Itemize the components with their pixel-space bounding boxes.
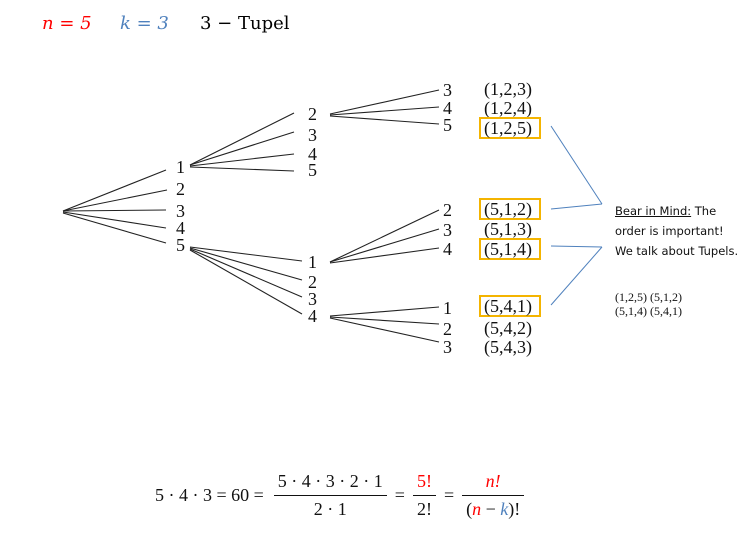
formula-product: 5 · 4 · 3 = 60 = <box>155 484 264 505</box>
den-k: k <box>500 498 509 519</box>
edge-root-2 <box>62 189 168 212</box>
node-1-4: 4 <box>308 144 317 164</box>
edge-5-3 <box>189 248 303 298</box>
node-l1-4: 4 <box>176 218 185 238</box>
node-l1-1: 1 <box>176 157 185 177</box>
edge-1-3 <box>189 131 295 166</box>
tuple-5-4-3: (5,4,3) <box>484 337 532 357</box>
fraction-expanded-numerator: 5 · 4 · 3 · 2 · 1 <box>277 470 383 491</box>
edge-1-2 <box>189 112 295 166</box>
node-1-2: 2 <box>308 104 317 124</box>
edge-5-1 <box>189 246 303 262</box>
fraction-factorial-denominator: 2! <box>412 494 436 520</box>
node-51-2: 2 <box>443 200 452 220</box>
edge-1-5 <box>189 166 295 172</box>
edge-54-2 <box>329 316 440 325</box>
den-n: n <box>472 498 482 519</box>
edge-1-4 <box>189 153 295 167</box>
node-12-3: 3 <box>443 80 452 100</box>
highlighted-0: (1,2,5) <box>615 290 647 304</box>
tuple-5-1-3: (5,1,3) <box>484 219 532 239</box>
edge-root-3 <box>62 209 167 212</box>
k-parameter: k = 3 <box>120 13 169 34</box>
edge-5-4 <box>189 249 303 315</box>
highlighted-1: (5,1,2) <box>650 290 682 304</box>
tuple-5-4-2: (5,4,2) <box>484 318 532 338</box>
note-body: The order is important! We talk about Tu… <box>615 204 739 258</box>
edge-54-3 <box>329 317 440 343</box>
formula-equals-2: = <box>443 484 455 505</box>
fraction-factorial-numerator: 5! <box>416 470 432 491</box>
bear-in-mind-note: Bear in Mind: The order is important! We… <box>615 201 740 261</box>
den-close: )! <box>508 498 521 519</box>
den-open-paren: ( <box>466 498 473 519</box>
edge-51-3 <box>329 228 440 263</box>
note-heading: Bear in Mind: <box>615 204 692 218</box>
tuple-5-1-4: (5,1,4) <box>484 239 532 259</box>
fraction-expanded: 5 · 4 · 3 · 2 · 1 2 · 1 <box>273 470 387 520</box>
fraction-general-denominator: (n − k)! <box>462 494 525 520</box>
node-12-4: 4 <box>443 98 452 118</box>
node-51-3: 3 <box>443 220 452 240</box>
highlight-box-5-1-4: (5,1,4) <box>479 238 541 260</box>
edge-root-4 <box>62 211 167 229</box>
fraction-general: n! (n − k)! <box>462 470 525 520</box>
node-54-3: 3 <box>443 337 452 357</box>
highlighted-2: (5,1,4) <box>615 304 647 318</box>
fraction-factorial: 5! 2! <box>412 470 436 520</box>
node-5-4: 4 <box>308 306 317 326</box>
highlight-box-1-2-5: (1,2,5) <box>479 117 541 139</box>
n-parameter: n = 5 <box>42 13 92 34</box>
permutation-formula: 5 · 4 · 3 = 60 = 5 · 4 · 3 · 2 · 1 2 · 1… <box>155 470 528 520</box>
node-l1-3: 3 <box>176 201 185 221</box>
edge-5-2 <box>189 247 303 281</box>
node-1-3: 3 <box>308 125 317 145</box>
node-1-5: 5 <box>308 160 317 180</box>
tuple-title-text: 3 − Tupel <box>200 13 290 34</box>
edge-12-3 <box>329 89 440 115</box>
edge-root-5 <box>62 212 167 244</box>
tuple-5-4-1: (5,4,1) <box>484 296 532 316</box>
edge-root-1 <box>62 169 167 212</box>
node-12-5: 5 <box>443 115 452 135</box>
node-5-1: 1 <box>308 252 317 272</box>
edge-12-5 <box>329 115 440 125</box>
node-54-1: 1 <box>443 298 452 318</box>
highlight-box-5-4-1: (5,4,1) <box>479 295 541 317</box>
node-5-3: 3 <box>308 289 317 309</box>
tuple-5-1-2: (5,1,2) <box>484 199 532 219</box>
node-l1-5: 5 <box>176 235 185 255</box>
tuple-title: 3 − Tupel <box>200 13 290 35</box>
highlight-box-5-1-2: (5,1,2) <box>479 198 541 220</box>
edge-12-4 <box>329 106 440 116</box>
tuple-1-2-3: (1,2,3) <box>484 79 532 99</box>
node-51-4: 4 <box>443 239 452 259</box>
callout-line-512 <box>550 203 603 210</box>
formula-equals-1: = <box>394 484 405 505</box>
tuple-1-2-5: (1,2,5) <box>484 118 532 138</box>
edge-51-4 <box>329 247 440 264</box>
fraction-general-numerator: n! <box>485 470 501 491</box>
callout-line-125 <box>550 125 603 205</box>
node-5-2: 2 <box>308 272 317 292</box>
callout-line-541 <box>550 246 603 306</box>
callout-line-514 <box>550 245 603 248</box>
highlighted-tuples-list: (1,2,5) (5,1,2) (5,1,4) (5,4,1) <box>615 290 682 318</box>
edge-54-1 <box>329 306 440 317</box>
node-54-2: 2 <box>443 319 452 339</box>
edge-51-2 <box>329 209 440 263</box>
node-l1-2: 2 <box>176 179 185 199</box>
den-minus: − <box>481 498 501 519</box>
fraction-expanded-denominator: 2 · 1 <box>273 494 387 520</box>
tuple-1-2-4: (1,2,4) <box>484 98 532 118</box>
highlighted-3: (5,4,1) <box>650 304 682 318</box>
